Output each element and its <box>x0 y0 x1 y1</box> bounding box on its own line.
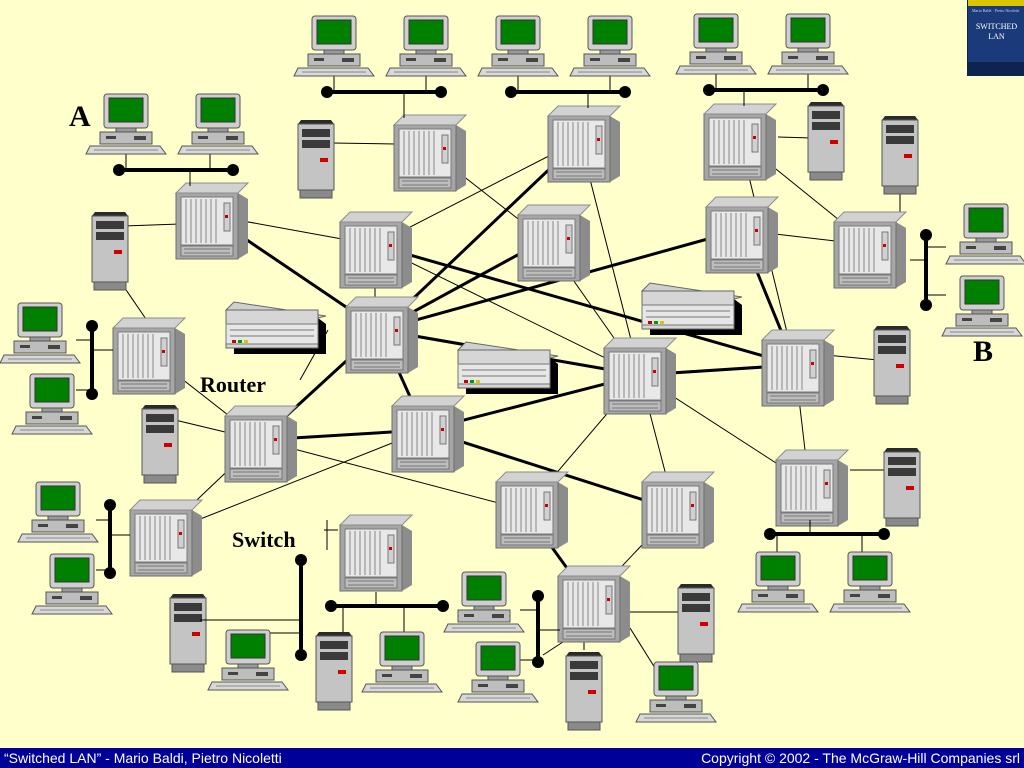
book-cover-authors: Mario Baldi · Pietro Nicoletti <box>972 8 1020 13</box>
switch-chassis-icon <box>391 395 465 473</box>
computer-icon <box>17 481 99 543</box>
switch-chassis-icon <box>393 114 467 192</box>
switch-chassis-icon <box>703 103 777 181</box>
computer-icon <box>0 302 81 364</box>
computer-icon <box>477 15 559 77</box>
server-tower-icon <box>297 119 335 199</box>
server-tower-icon <box>873 325 911 405</box>
endpoint-label-b: B <box>973 335 994 368</box>
switch-chassis-icon <box>603 337 677 415</box>
switch-chassis-icon <box>833 211 907 289</box>
server-tower-icon <box>807 101 845 181</box>
computer-icon <box>11 373 93 435</box>
footer-title: “Switched LAN” - Mario Baldi, Pietro Nic… <box>4 750 282 766</box>
book-cover-thumbnail: Mario Baldi · Pietro Nicoletti SWITCHED … <box>967 0 1024 76</box>
switch-chassis-icon <box>175 182 249 260</box>
server-tower-icon <box>881 115 919 195</box>
computer-icon <box>767 13 849 75</box>
computer-icon <box>207 629 289 691</box>
computer-icon <box>941 275 1023 337</box>
switch-chassis-icon <box>641 471 715 549</box>
computer-icon <box>385 15 467 77</box>
switch-chassis-icon <box>112 317 186 395</box>
computer-icon <box>443 571 525 633</box>
computer-icon <box>293 15 375 77</box>
computer-icon <box>829 551 911 613</box>
switch-chassis-icon <box>495 471 569 549</box>
router-label: Router <box>200 372 266 397</box>
server-tower-icon <box>141 404 179 484</box>
segment-end-caps <box>86 84 932 668</box>
footer-copyright: Copyright © 2002 - The McGraw-Hill Compa… <box>701 750 1020 766</box>
computer-icon <box>177 93 259 155</box>
switch-chassis-icon <box>547 105 621 183</box>
lan-segments <box>90 88 928 662</box>
computer-icon <box>31 553 113 615</box>
switch-chassis-icon <box>224 405 298 483</box>
switch-label: Switch <box>232 527 296 552</box>
router-icon <box>457 341 559 395</box>
switch-chassis-icon <box>345 296 419 374</box>
computer-icon <box>569 15 651 77</box>
computer-icon <box>675 13 757 75</box>
computer-icon <box>737 551 819 613</box>
computer-icon <box>457 641 539 703</box>
switch-chassis-icon <box>761 329 835 407</box>
switch-chassis-icon <box>557 565 631 643</box>
server-tower-icon <box>315 631 353 711</box>
switch-chassis-icon <box>775 449 849 527</box>
router-icon <box>641 282 743 336</box>
endpoint-label-a: A <box>69 100 91 133</box>
book-cover-title-line-2: LAN <box>988 32 1005 41</box>
switch-chassis-icon <box>517 204 591 282</box>
book-cover-band <box>968 0 1024 6</box>
switch-chassis-icon <box>705 196 779 274</box>
book-cover-title: SWITCHED LAN <box>968 22 1024 42</box>
server-tower-icon <box>883 447 921 527</box>
switch-chassis-icon <box>339 514 413 592</box>
server-tower-icon <box>91 211 129 291</box>
server-tower-icon <box>169 593 207 673</box>
router-icon <box>225 301 327 355</box>
computer-icon <box>945 203 1024 265</box>
switch-chassis-icon <box>129 499 203 577</box>
book-cover-title-line-1: SWITCHED <box>975 22 1018 31</box>
computer-icon <box>85 93 167 155</box>
switch-chassis-icon <box>339 211 413 289</box>
network-topology <box>0 13 1024 731</box>
computer-icon <box>635 661 717 723</box>
server-tower-icon <box>677 583 715 663</box>
computer-icon <box>361 631 443 693</box>
server-tower-icon <box>565 651 603 731</box>
book-cover-publisher-block <box>968 62 1024 76</box>
footer-bar: “Switched LAN” - Mario Baldi, Pietro Nic… <box>0 748 1024 768</box>
